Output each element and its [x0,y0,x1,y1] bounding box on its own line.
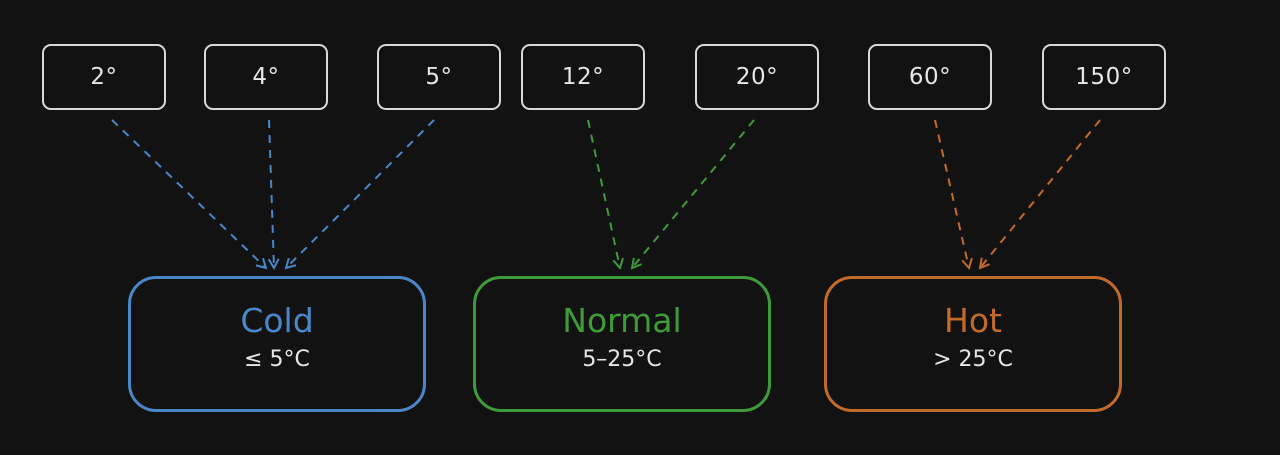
arrow-12-to-normal [587,119,620,268]
reading-node-12: 12° [521,44,645,110]
category-cold: Cold ≤ 5°C [128,276,426,412]
arrow-4-to-cold [269,119,274,268]
arrow-60-to-hot [934,119,969,268]
reading-label: 2° [90,64,118,90]
category-title: Normal [562,301,682,340]
reading-label: 12° [561,64,605,90]
reading-node-150: 150° [1042,44,1166,110]
reading-label: 150° [1075,64,1133,90]
category-range: > 25°C [933,347,1013,372]
category-hot: Hot > 25°C [824,276,1122,412]
reading-node-20: 20° [695,44,819,110]
category-normal: Normal 5–25°C [473,276,771,412]
reading-node-60: 60° [868,44,992,110]
arrow-150-to-hot [980,119,1101,268]
category-title: Cold [240,301,314,340]
category-range: ≤ 5°C [244,347,310,372]
reading-label: 20° [735,64,779,90]
reading-node-4: 4° [204,44,328,110]
reading-label: 60° [908,64,952,90]
reading-node-2: 2° [42,44,166,110]
reading-label: 4° [252,64,280,90]
reading-node-5: 5° [377,44,501,110]
category-range: 5–25°C [582,347,662,372]
arrow-2-to-cold [111,119,266,268]
category-title: Hot [944,301,1002,340]
arrow-5-to-cold [286,119,435,268]
arrow-20-to-normal [632,119,755,268]
reading-label: 5° [425,64,453,90]
